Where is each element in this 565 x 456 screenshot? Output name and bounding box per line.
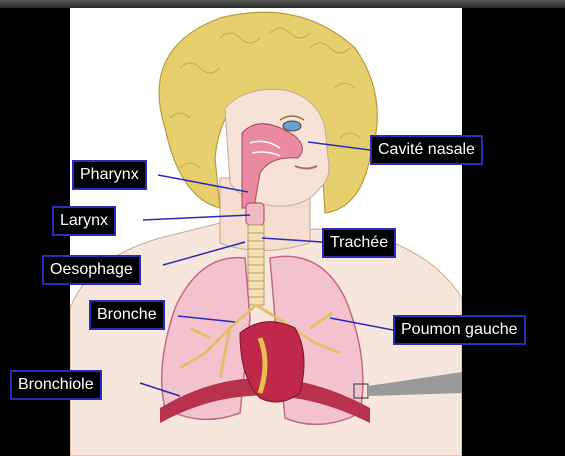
label-bronchiole: Bronchiole [10,370,102,400]
label-larynx: Larynx [52,206,116,236]
label-oesophage: Oesophage [42,255,141,285]
label-poumon-gauche: Poumon gauche [393,315,526,345]
larynx [246,203,264,225]
window-top-bar [0,0,565,8]
illustration-panel [70,8,462,456]
label-bronche: Bronche [89,300,165,330]
respiratory-system-illustration [70,8,462,456]
trachea [248,225,264,305]
label-pharynx: Pharynx [72,160,147,190]
label-trachee: Trachée [322,228,396,258]
label-cavite-nasale: Cavité nasale [370,135,483,165]
